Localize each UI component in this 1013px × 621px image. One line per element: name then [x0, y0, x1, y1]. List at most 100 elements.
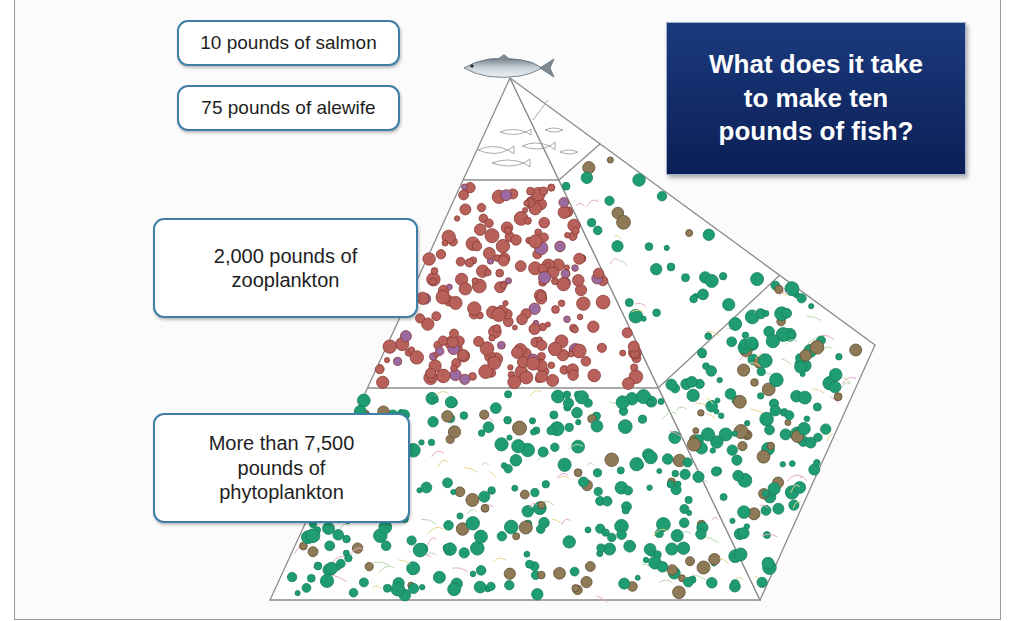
phytoplankton-dot [349, 588, 358, 597]
phytoplankton-dot [529, 418, 535, 424]
phytoplankton-dot [705, 333, 712, 340]
label-box: 10 pounds of salmon [177, 20, 400, 66]
phytoplankton-dot [759, 489, 769, 499]
phytoplankton-dot [512, 485, 518, 491]
zooplankton-dot [501, 222, 513, 234]
phytoplankton-dot [428, 439, 434, 445]
phytoplankton-dot [763, 310, 769, 316]
phytoplankton-dot [612, 241, 623, 252]
phytoplankton-dot [671, 530, 683, 542]
plankton-strand [692, 575, 706, 581]
phytoplankton-dot [679, 518, 689, 528]
phytoplankton-dot [470, 571, 476, 577]
phytoplankton-dot [505, 581, 514, 590]
label-box: 75 pounds of alewife [177, 85, 400, 131]
zooplankton-dot [520, 371, 533, 384]
phytoplankton-dot [593, 226, 602, 235]
phytoplankton-dot [547, 427, 555, 435]
zooplankton-dot [489, 335, 495, 341]
phytoplankton-dot [538, 501, 545, 508]
plankton-strand [676, 407, 687, 410]
plankton-strand [552, 519, 562, 524]
zooplankton-dot [537, 291, 546, 300]
phytoplankton-dot [444, 543, 457, 556]
phytoplankton-dot [552, 390, 565, 403]
phytoplankton-dot [767, 442, 774, 449]
label-box: More than 7,500 pounds of phytoplankton [153, 413, 410, 523]
phytoplankton-dot [686, 376, 697, 387]
phytoplankton-dot [510, 455, 522, 467]
phytoplankton-dot [794, 482, 806, 494]
phytoplankton-dot [757, 450, 770, 463]
phytoplankton-dot [732, 455, 742, 465]
phytoplankton-dot [624, 540, 636, 552]
zooplankton-dot [485, 229, 499, 243]
phytoplankton-dot [725, 389, 736, 400]
phytoplankton-dot [648, 551, 653, 556]
phytoplankton-dot [563, 391, 570, 398]
phytoplankton-dot [693, 428, 699, 434]
phytoplankton-dot [733, 470, 744, 481]
plankton-strand [468, 510, 477, 514]
zooplankton-dot [620, 350, 626, 356]
phytoplankton-dot [732, 431, 737, 436]
phytoplankton-dot [306, 529, 320, 543]
phytoplankton-dot [605, 453, 619, 467]
zooplankton-dot [517, 314, 528, 325]
phytoplankton-dot [758, 393, 764, 399]
phytoplankton-dot [734, 548, 747, 561]
phytoplankton-dot [483, 422, 494, 433]
phytoplankton-dot [409, 583, 419, 593]
phytoplankton-dot [813, 403, 821, 411]
zooplankton-dot [496, 269, 504, 277]
phytoplankton-dot [585, 527, 591, 533]
zooplankton-dot [573, 275, 585, 287]
zooplankton-dot [559, 198, 569, 208]
zooplankton-dot [558, 206, 570, 218]
zooplankton-dot [547, 374, 559, 386]
plankton-strand [610, 259, 618, 265]
phytoplankton-dot [597, 544, 605, 552]
phytoplankton-dot [359, 578, 368, 587]
phytoplankton-dot [705, 275, 718, 288]
phytoplankton-dot [488, 487, 496, 495]
phytoplankton-dot [522, 506, 534, 518]
phytoplankton-dot [476, 566, 486, 576]
zooplankton-dot [472, 278, 478, 284]
phytoplankton-dot [538, 571, 546, 579]
phytoplankton-dot [782, 308, 792, 318]
phytoplankton-dot [497, 532, 506, 541]
zooplankton-dot [545, 263, 550, 268]
plankton-strand [438, 460, 448, 467]
zooplankton-dot [565, 232, 571, 238]
phytoplankton-dot [810, 341, 824, 355]
plankton-strand [707, 414, 715, 419]
alewife-sketches [478, 128, 578, 167]
zooplankton-dot [460, 204, 471, 215]
label-text: More than 7,500 pounds of phytoplankton [194, 431, 369, 504]
zooplankton-dot [474, 224, 486, 236]
plankton-strand [760, 505, 768, 508]
zooplankton-dot [593, 268, 603, 278]
zooplankton-dot [577, 314, 583, 320]
zooplankton-dot [572, 227, 580, 235]
plankton-strand [435, 392, 448, 396]
phytoplankton-dot [710, 448, 715, 453]
phytoplankton-dot [314, 562, 322, 570]
phytoplankton-dot [706, 366, 716, 376]
phytoplankton-dot [834, 393, 842, 401]
phytoplankton-dot [531, 429, 537, 435]
zooplankton-dot [383, 340, 396, 353]
plankton-strand [569, 444, 583, 449]
phytoplankton-dot [683, 458, 692, 467]
phytoplankton-dot [442, 411, 453, 422]
label-text: 10 pounds of salmon [200, 31, 376, 54]
plankton-strand [791, 485, 800, 492]
phytoplankton-dot [419, 440, 424, 445]
zooplankton-dot [400, 331, 411, 342]
phytoplankton-dot [644, 544, 656, 556]
zooplankton-dot [512, 325, 517, 330]
phytoplankton-dot [478, 430, 485, 437]
plankton-strand [619, 261, 627, 265]
label-text: 75 pounds of alewife [201, 96, 375, 119]
